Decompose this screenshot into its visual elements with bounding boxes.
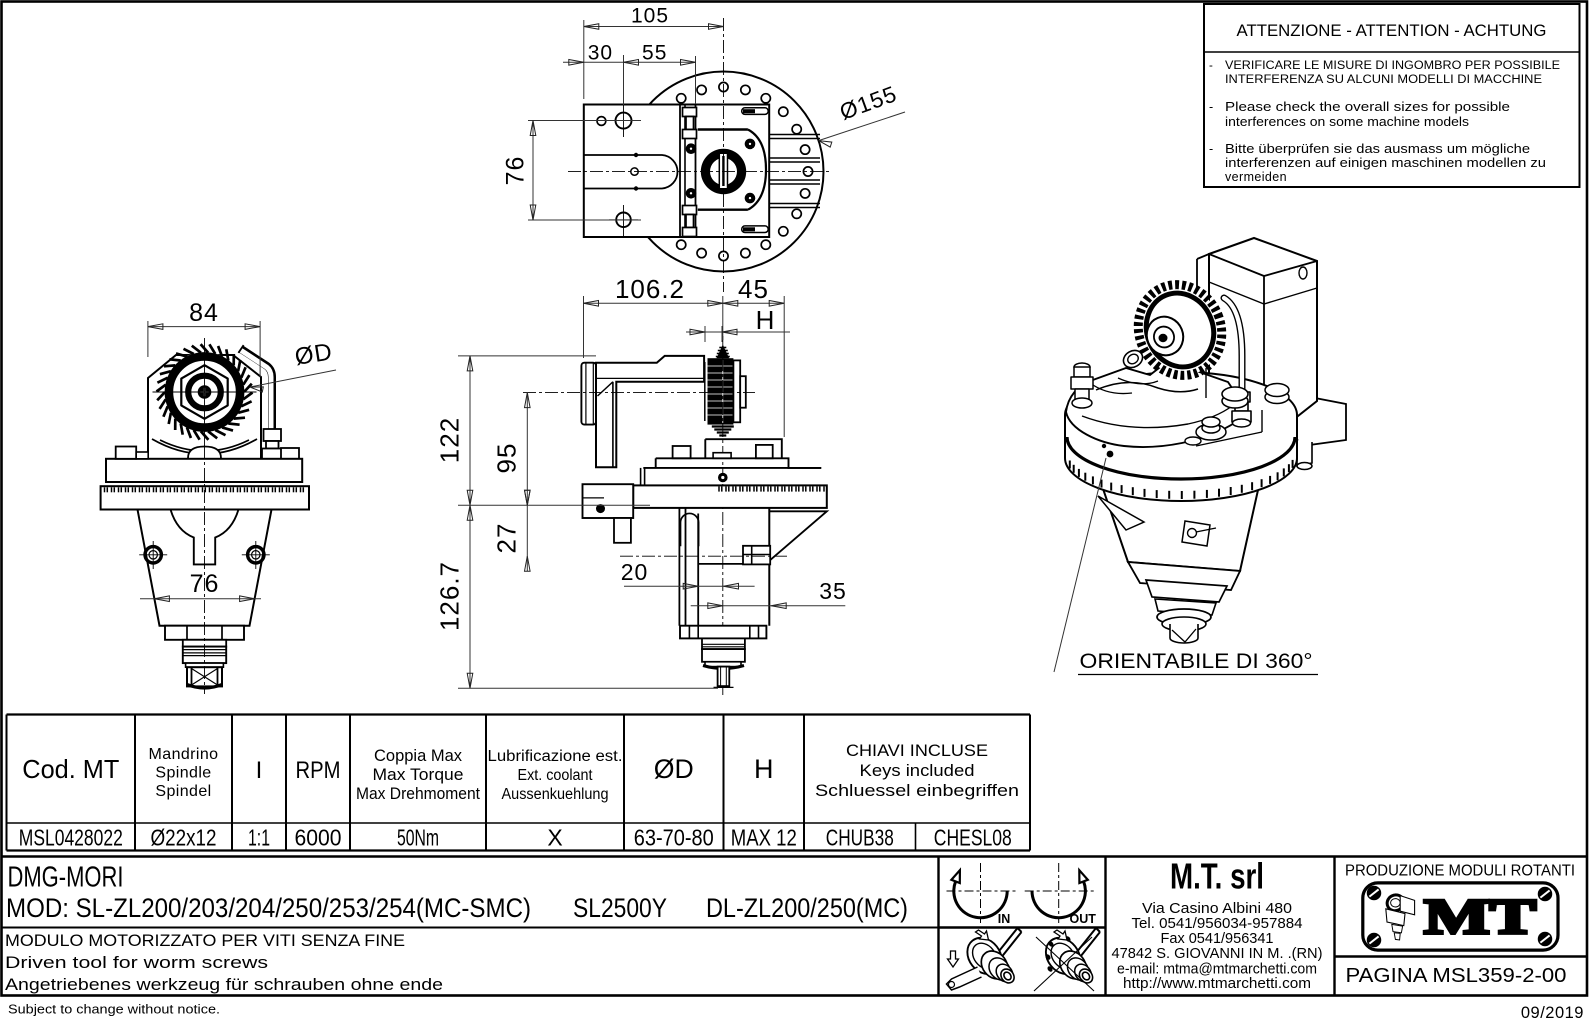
- svg-text:Schluessel einbegriffen: Schluessel einbegriffen: [815, 782, 1019, 800]
- svg-text:30: 30: [588, 42, 613, 65]
- svg-text:Lubrificazione est.: Lubrificazione est.: [488, 748, 623, 765]
- svg-text:Subject to change without noti: Subject to change without notice.: [8, 1002, 220, 1017]
- svg-text:ORIENTABILE DI 360°: ORIENTABILE DI 360°: [1080, 650, 1313, 673]
- svg-text:122: 122: [435, 417, 465, 463]
- svg-text:ØD: ØD: [654, 754, 694, 784]
- svg-text:MAX 12: MAX 12: [731, 825, 797, 851]
- svg-text:Coppia Max: Coppia Max: [374, 746, 462, 765]
- svg-text:Bitte überprüfen sie das ausma: Bitte überprüfen sie das ausmass um mögl…: [1225, 142, 1530, 156]
- svg-text:RPM: RPM: [296, 757, 341, 784]
- svg-text:MODULO MOTORIZZATO PER VITI SE: MODULO MOTORIZZATO PER VITI SENZA FINE: [5, 932, 405, 950]
- svg-text:DL-ZL200/250(MC): DL-ZL200/250(MC): [706, 893, 908, 923]
- svg-text:H: H: [754, 754, 774, 784]
- svg-text:ATTENZIONE - ATTENTION - ACHTU: ATTENZIONE - ATTENTION - ACHTUNG: [1237, 21, 1547, 40]
- svg-text:Ext. coolant: Ext. coolant: [518, 767, 594, 784]
- svg-text:-: -: [1209, 100, 1213, 114]
- svg-text:-: -: [1209, 60, 1213, 72]
- svg-text:interferences on some machine: interferences on some machine models: [1225, 115, 1469, 129]
- svg-text:CHUB38: CHUB38: [826, 825, 894, 851]
- svg-text:MSL0428022: MSL0428022: [19, 825, 123, 851]
- svg-text:Spindel: Spindel: [155, 783, 211, 800]
- svg-text:Ø22x12: Ø22x12: [151, 825, 217, 851]
- svg-text:Fax 0541/956341: Fax 0541/956341: [1161, 930, 1274, 947]
- svg-text:76: 76: [502, 156, 530, 186]
- svg-text:63-70-80: 63-70-80: [634, 825, 714, 851]
- svg-text:PAGINA MSL359-2-00: PAGINA MSL359-2-00: [1346, 964, 1567, 987]
- svg-text:CHESL08: CHESL08: [934, 825, 1012, 851]
- svg-text:IN: IN: [998, 912, 1011, 926]
- svg-text:Cod. MT: Cod. MT: [22, 754, 119, 784]
- svg-text:55: 55: [642, 42, 667, 65]
- svg-text:PRODUZIONE MODULI ROTANTI: PRODUZIONE MODULI ROTANTI: [1345, 863, 1575, 880]
- svg-text:105: 105: [631, 5, 669, 28]
- svg-text:M.T. srl: M.T. srl: [1170, 856, 1264, 897]
- svg-text:SL2500Y: SL2500Y: [573, 893, 667, 923]
- svg-text:MOD: SL-ZL200/203/204/250/253/: MOD: SL-ZL200/203/204/250/253/254(MC-SMC…: [6, 893, 531, 923]
- svg-text:CHIAVI INCLUSE: CHIAVI INCLUSE: [846, 742, 988, 760]
- svg-text:H: H: [756, 305, 775, 335]
- svg-text:Max Drehmoment: Max Drehmoment: [356, 784, 480, 803]
- svg-text:20: 20: [621, 559, 649, 585]
- svg-text:DMG-MORI: DMG-MORI: [8, 862, 124, 894]
- svg-text:09/2019: 09/2019: [1521, 1004, 1584, 1021]
- svg-text:Tel. 0541/956034-957884: Tel. 0541/956034-957884: [1132, 915, 1303, 932]
- svg-text:e-mail: mtma@mtmarchetti.com: e-mail: mtma@mtmarchetti.com: [1117, 961, 1317, 978]
- svg-text:Spindle: Spindle: [155, 765, 211, 782]
- svg-text:Driven tool for worm screws: Driven tool for worm screws: [5, 954, 268, 972]
- svg-text:27: 27: [492, 523, 522, 554]
- svg-text:45: 45: [738, 274, 769, 304]
- svg-text:6000: 6000: [295, 825, 342, 851]
- svg-text:ØD: ØD: [293, 338, 335, 371]
- svg-text:84: 84: [189, 299, 219, 327]
- svg-text:X: X: [547, 825, 562, 851]
- svg-text:http://www.mtmarchetti.com: http://www.mtmarchetti.com: [1123, 975, 1311, 992]
- svg-text:OUT: OUT: [1070, 912, 1097, 926]
- svg-text:50Nm: 50Nm: [397, 825, 439, 851]
- svg-text:-: -: [1209, 142, 1213, 156]
- svg-text:Mandrino: Mandrino: [149, 746, 219, 763]
- svg-text:Aussenkuehlung: Aussenkuehlung: [502, 786, 609, 803]
- svg-text:95: 95: [492, 443, 522, 474]
- svg-text:Keys included: Keys included: [860, 762, 975, 780]
- svg-text:I: I: [256, 757, 263, 784]
- svg-text:35: 35: [819, 578, 847, 604]
- svg-text:interferenzen auf einigen masc: interferenzen auf einigen maschinen mode…: [1225, 156, 1546, 170]
- svg-text:47842 S. GIOVANNI IN M. .(RN): 47842 S. GIOVANNI IN M. .(RN): [1112, 945, 1323, 962]
- svg-text:Max Torque: Max Torque: [373, 765, 464, 784]
- svg-text:1:1: 1:1: [248, 825, 270, 851]
- svg-text:Via Casino Albini 480: Via Casino Albini 480: [1142, 900, 1292, 917]
- svg-text:76: 76: [190, 570, 220, 598]
- svg-text:106.2: 106.2: [615, 274, 685, 304]
- svg-text:Please check the overall sizes: Please check the overall sizes for possi…: [1225, 100, 1510, 114]
- svg-text:VERIFICARE LE MISURE DI INGOMB: VERIFICARE LE MISURE DI INGOMBRO PER POS…: [1225, 60, 1560, 72]
- svg-text:vermeiden: vermeiden: [1225, 170, 1287, 184]
- svg-text:Angetriebenes werkzeug für sch: Angetriebenes werkzeug für schrauben ohn…: [5, 976, 443, 994]
- svg-text:INTERFERENZA SU ALCUNI MODELLI: INTERFERENZA SU ALCUNI MODELLI DI MACCHI…: [1225, 74, 1542, 86]
- svg-text:MT: MT: [1424, 888, 1536, 944]
- svg-text:126.7: 126.7: [435, 561, 465, 631]
